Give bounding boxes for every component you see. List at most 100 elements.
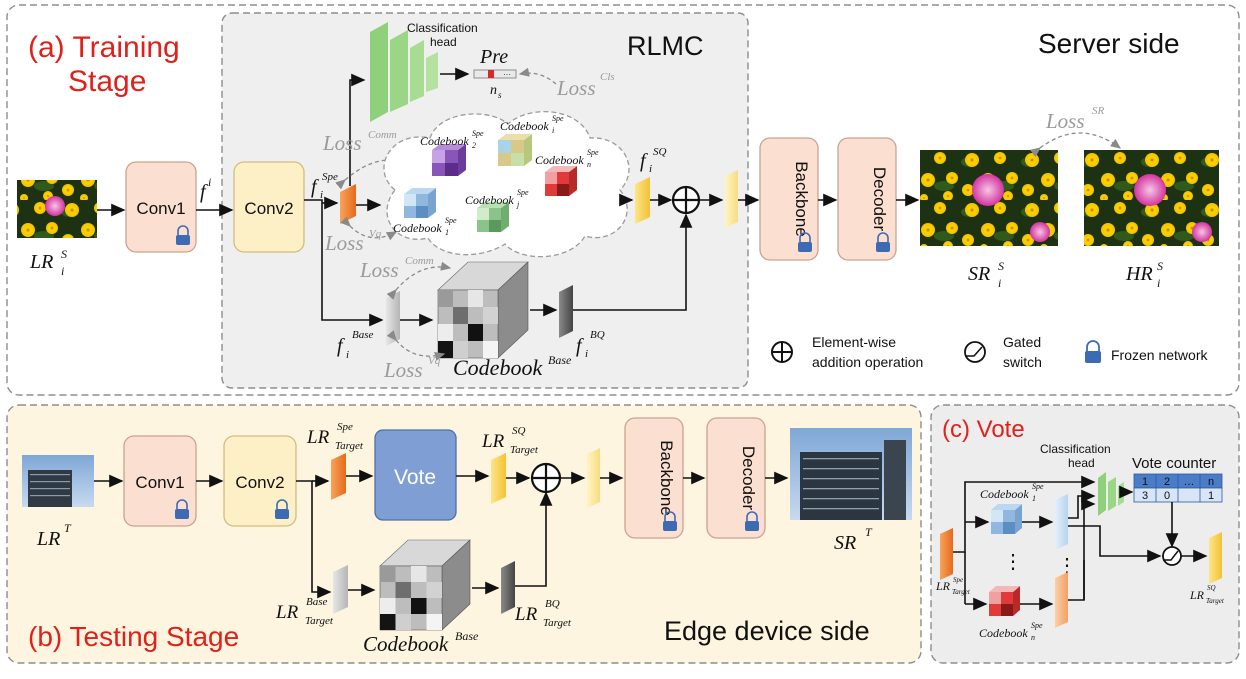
arrow-to-classification-head — [349, 73, 366, 186]
bq-target-feature-map — [501, 561, 515, 614]
vote-dots-codebook: ⋮ — [1003, 551, 1023, 573]
lr-bq-target-sub: Target — [543, 617, 572, 629]
lr-input-sup: S — [61, 247, 67, 261]
counter-value-2: 0 — [1164, 490, 1170, 502]
lr-target-sup: T — [64, 521, 72, 535]
arrow-spe-to-head-vote — [953, 475, 1096, 553]
codebook-base-label: Codebook — [453, 355, 543, 380]
lr-base-target-sup: Base — [306, 596, 328, 608]
loss-sr-sup: SR — [1092, 105, 1105, 117]
conv1-label: Conv1 — [136, 199, 185, 218]
bq-feature-map — [559, 285, 573, 338]
legend-frozen-text: Frozen network — [1111, 347, 1208, 363]
sr-sub: i — [998, 276, 1001, 290]
counter-value-1: 3 — [1142, 490, 1148, 502]
sr-sup: S — [998, 259, 1004, 273]
training-stage-title: (a) Training — [28, 31, 180, 64]
backbone-block — [759, 137, 819, 261]
vote-spe-feature-map — [940, 528, 953, 580]
lr-base-target-label: LR — [275, 602, 299, 623]
vote-lr-sq-sub: Target — [1206, 597, 1225, 605]
feature-base-sup: Base — [352, 329, 374, 341]
legend-gate-text-2: switch — [1003, 354, 1042, 370]
feature-sq-sup: SQ — [653, 146, 667, 158]
lr-sq-target-label: LR — [481, 431, 505, 452]
vote-dots-feature: ⋮ — [1057, 555, 1077, 577]
classification-head-label-2: head — [430, 35, 457, 49]
classification-head — [370, 22, 438, 122]
add-operator-icon — [530, 462, 562, 494]
vote-lr-sq-sup: SQ — [1207, 584, 1216, 592]
feature-f-label: f — [200, 181, 208, 203]
codebook-1-sub: 1 — [445, 228, 449, 237]
loss-cls-arrow — [518, 67, 557, 85]
feature-base-label: f — [337, 335, 345, 357]
arrow-feature-1-to-head — [1068, 489, 1096, 519]
lock-icon — [275, 499, 289, 519]
vote-codebook-1-cube — [991, 504, 1022, 534]
loss-vq-spe-label: Loss — [324, 231, 364, 255]
vote-codebook-n-cube — [989, 586, 1020, 616]
prediction-label: Pre — [479, 46, 508, 68]
arrow-feature-1-to-gate — [1068, 525, 1162, 563]
codebook-j-cube — [477, 202, 509, 232]
sr-label: SR — [968, 263, 990, 285]
training-stage-title-line2: Stage — [68, 65, 146, 98]
spe-target-feature-map — [331, 453, 346, 500]
feature-spe-sub: i — [320, 189, 323, 201]
arrow-to-base-test — [296, 480, 332, 599]
classification-head-label: Classification — [407, 21, 478, 35]
codebook-j-sub: j — [516, 200, 520, 209]
loss-comm-base-sup: Comm — [405, 255, 434, 267]
counter-header-1: 1 — [1142, 476, 1148, 488]
codebook-i-sub: i — [552, 126, 554, 135]
codebook-n-label: Codebook — [535, 153, 584, 167]
counter-header-n: n — [1208, 476, 1214, 488]
sq-feature-map — [635, 177, 650, 224]
server-side-label: Server side — [1038, 28, 1180, 59]
codebook-1-sup: Spe — [445, 216, 457, 225]
vote-counter-table: 1 2 … n 3 0 1 — [1133, 473, 1223, 503]
counter-header-2: 2 — [1164, 476, 1170, 488]
lr-spe-target-label: LR — [306, 427, 330, 448]
lock-icon — [876, 232, 890, 252]
lr-input-label: LR — [29, 251, 53, 273]
loss-comm-spe-label: Loss — [322, 131, 362, 155]
testing-stage-title: (b) Testing Stage — [28, 621, 239, 652]
lr-spe-target-sub: Target — [335, 440, 364, 452]
codebook-i-label: Codebook — [500, 119, 549, 133]
lr-target-label: LR — [36, 528, 60, 550]
lr-sq-target-sub: Target — [510, 444, 539, 456]
base-feature-map — [386, 291, 400, 346]
vote-panel-title: (c) Vote — [942, 416, 1025, 443]
counter-value-n: 1 — [1208, 490, 1214, 502]
loss-cls-label: Loss — [556, 76, 596, 100]
feature-spe-label: f — [311, 176, 319, 198]
vote-codebook-n-label: Codebook — [979, 626, 1028, 640]
decoder-test-label: Decoder — [739, 446, 758, 511]
sr-output-image — [920, 150, 1058, 246]
loss-cls-sup: Cls — [600, 71, 615, 83]
vote-classification-head-label-2: head — [1068, 456, 1095, 470]
feature-base-sub: i — [346, 349, 349, 361]
codebook-i-sup: Spe — [552, 114, 564, 123]
codebook-base-sup: Base — [548, 353, 572, 367]
add-operator-icon — [771, 341, 793, 363]
lr-sq-target-sup: SQ — [512, 425, 526, 437]
prediction-vector: ··· — [473, 69, 517, 79]
arrow-bq-to-add-test — [515, 491, 553, 587]
legend-add-text-2: addition operation — [812, 354, 923, 370]
codebook-j-label: Codebook — [465, 193, 514, 207]
vote-lr-spe-label: LR — [935, 579, 951, 593]
codebook-1-cube — [404, 188, 436, 218]
feature-sq-sub: i — [649, 163, 652, 175]
vote-feature-n — [1055, 572, 1068, 628]
codebook-j-sup: Spe — [517, 188, 529, 197]
hr-image — [1084, 150, 1219, 246]
codebook-n-sup: Spe — [587, 148, 599, 157]
arrow-bq-to-add — [573, 213, 693, 311]
vote-lr-spe-sub: Target — [952, 588, 971, 596]
sr-target-sup: T — [865, 525, 873, 539]
add-operator-icon — [671, 185, 701, 215]
vote-classification-head-label: Classification — [1040, 442, 1111, 456]
